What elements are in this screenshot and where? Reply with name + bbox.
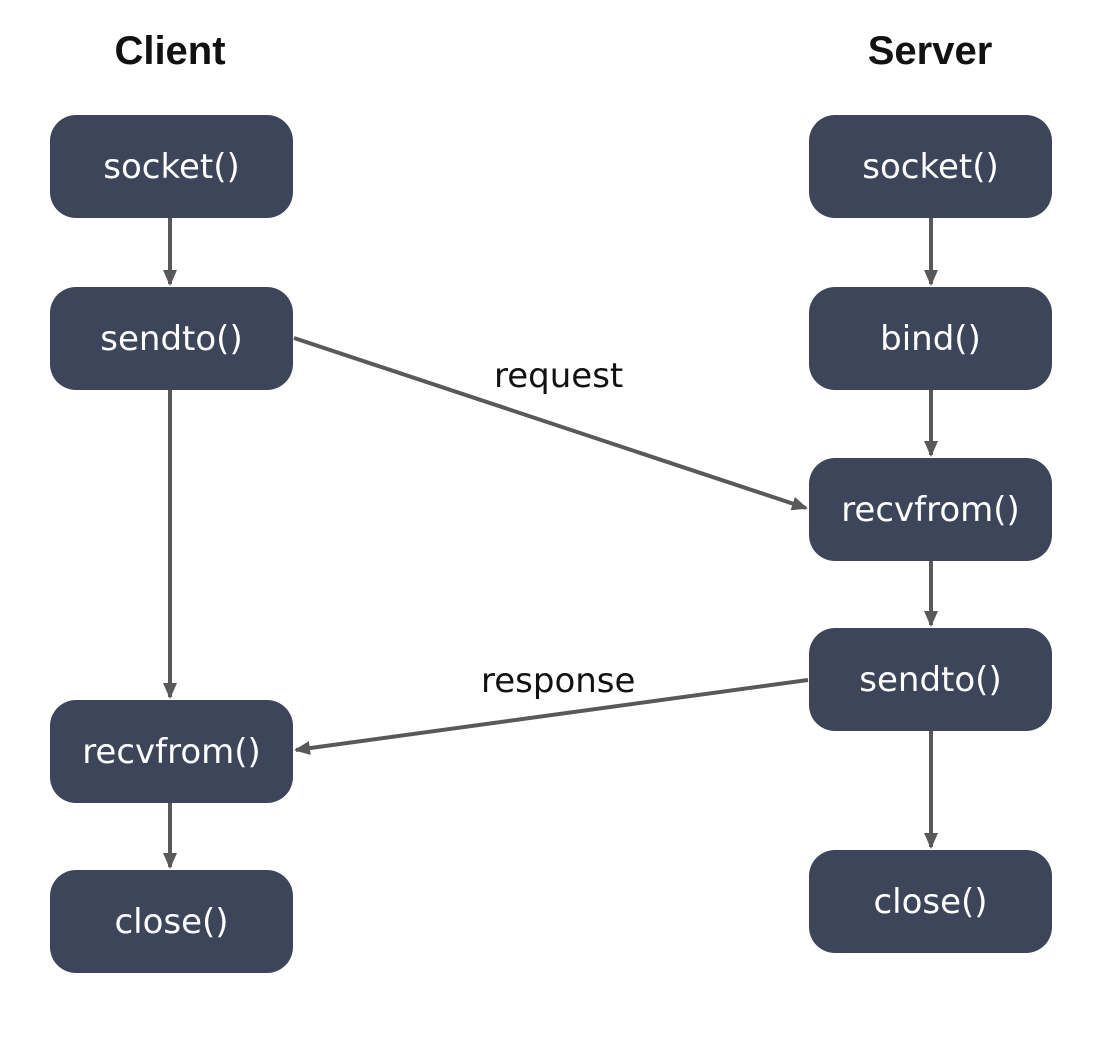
server-recvfrom-label: recvfrom() xyxy=(841,489,1020,530)
server-bind-label: bind() xyxy=(880,318,981,359)
client-column-title: Client xyxy=(114,29,226,73)
arrow-request xyxy=(293,336,808,511)
server-close-node: close() xyxy=(809,850,1052,953)
client-recvfrom-node: recvfrom() xyxy=(50,700,293,803)
server-socket-node: socket() xyxy=(809,115,1052,218)
server-sendto-node: sendto() xyxy=(809,628,1052,731)
client-sendto-node: sendto() xyxy=(50,287,293,390)
server-column-title: Server xyxy=(867,29,993,73)
request-label: request xyxy=(494,356,624,396)
client-socket-label: socket() xyxy=(103,146,240,187)
client-close-label: close() xyxy=(114,901,229,942)
server-sendto-label: sendto() xyxy=(859,659,1002,700)
client-socket-node: socket() xyxy=(50,115,293,218)
server-recvfrom-node: recvfrom() xyxy=(809,458,1052,561)
arrow-response xyxy=(294,678,809,756)
response-label: response xyxy=(481,661,636,701)
client-recvfrom-label: recvfrom() xyxy=(82,731,261,772)
client-sendto-label: sendto() xyxy=(100,318,243,359)
server-close-label: close() xyxy=(873,881,988,922)
client-close-node: close() xyxy=(50,870,293,973)
server-bind-node: bind() xyxy=(809,287,1052,390)
server-socket-label: socket() xyxy=(862,146,999,187)
